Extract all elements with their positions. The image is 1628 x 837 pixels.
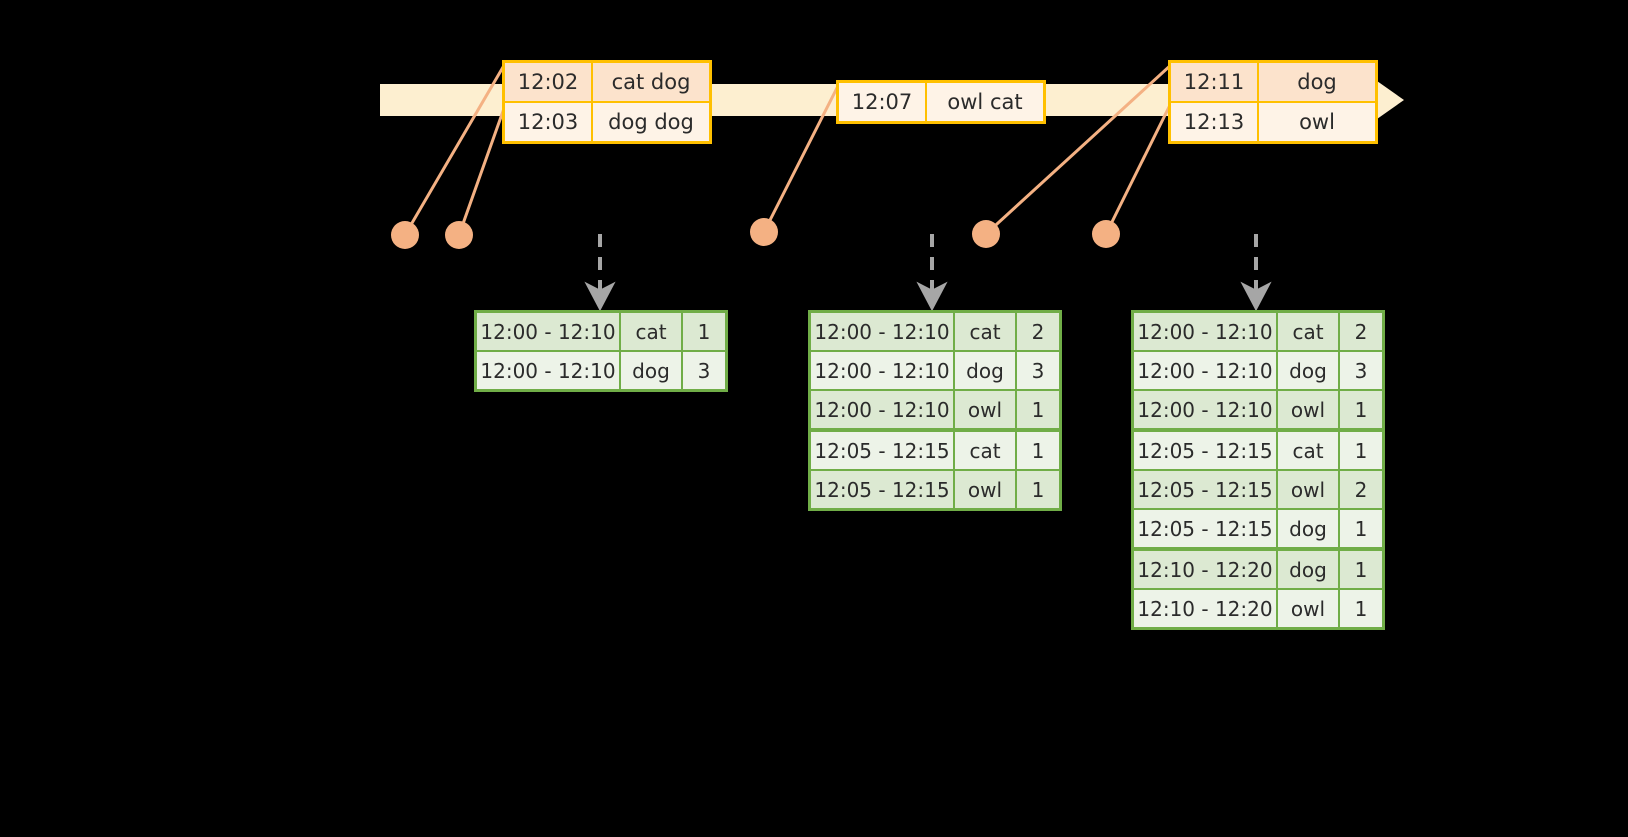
window-cell: 12:05 - 12:15 xyxy=(811,432,955,469)
event-time: 12:07 xyxy=(839,83,927,121)
count-cell: 1 xyxy=(1017,471,1059,508)
key-cell: owl xyxy=(1278,391,1340,428)
count-cell: 3 xyxy=(1340,352,1382,389)
key-cell: owl xyxy=(955,391,1017,428)
window-cell: 12:00 - 12:10 xyxy=(1134,391,1278,428)
count-cell: 1 xyxy=(1017,432,1059,469)
key-cell: cat xyxy=(955,313,1017,350)
key-cell: cat xyxy=(1278,313,1340,350)
event-payload: cat dog xyxy=(593,63,709,101)
event-dot-2 xyxy=(445,221,473,249)
key-cell: dog xyxy=(621,352,683,389)
event-dot-3 xyxy=(750,218,778,246)
key-cell: cat xyxy=(955,432,1017,469)
count-cell: 1 xyxy=(1340,551,1382,588)
key-cell: dog xyxy=(955,352,1017,389)
count-cell: 1 xyxy=(683,313,725,350)
event-dot-4 xyxy=(972,220,1000,248)
window-cell: 12:05 - 12:15 xyxy=(1134,471,1278,508)
window-cell: 12:00 - 12:10 xyxy=(477,313,621,350)
event-payload: dog dog xyxy=(593,103,709,141)
event-dot-5 xyxy=(1092,220,1120,248)
window-cell: 12:05 - 12:15 xyxy=(1134,432,1278,469)
count-cell: 2 xyxy=(1340,313,1382,350)
event-payload: owl cat xyxy=(927,83,1043,121)
event-row[interactable]: 12:07 owl cat xyxy=(839,83,1043,121)
event-time: 12:02 xyxy=(505,63,593,101)
event-group-1[interactable]: 12:02 cat dog 12:03 dog dog xyxy=(502,60,712,144)
flow-arrows xyxy=(584,234,1272,312)
count-cell: 3 xyxy=(683,352,725,389)
count-cell: 1 xyxy=(1340,590,1382,627)
key-cell: owl xyxy=(1278,590,1340,627)
event-group-3[interactable]: 12:11 dog 12:13 owl xyxy=(1168,60,1378,144)
window-cell: 12:05 - 12:15 xyxy=(1134,510,1278,547)
window-cell: 12:00 - 12:10 xyxy=(811,391,955,428)
event-time: 12:03 xyxy=(505,103,593,141)
key-cell: cat xyxy=(1278,432,1340,469)
event-row[interactable]: 12:02 cat dog xyxy=(505,63,709,101)
key-cell: owl xyxy=(1278,471,1340,508)
key-cell: owl xyxy=(955,471,1017,508)
window-cell: 12:05 - 12:15 xyxy=(811,471,955,508)
event-time: 12:11 xyxy=(1171,63,1259,101)
count-cell: 3 xyxy=(1017,352,1059,389)
key-cell: dog xyxy=(1278,510,1340,547)
window-cell: 12:00 - 12:10 xyxy=(1134,352,1278,389)
event-row[interactable]: 12:13 owl xyxy=(1171,101,1375,141)
event-payload: owl xyxy=(1259,103,1375,141)
connector-2 xyxy=(457,98,509,237)
window-cell: 12:10 - 12:20 xyxy=(1134,551,1278,588)
window-cell: 12:00 - 12:10 xyxy=(1134,313,1278,350)
event-group-2[interactable]: 12:07 owl cat xyxy=(836,80,1046,124)
event-row[interactable]: 12:03 dog dog xyxy=(505,101,709,141)
count-cell: 2 xyxy=(1340,471,1382,508)
key-cell: cat xyxy=(621,313,683,350)
event-dot-1 xyxy=(391,221,419,249)
window-cell: 12:00 - 12:10 xyxy=(811,313,955,350)
event-dots xyxy=(391,218,1120,249)
window-cell: 12:00 - 12:10 xyxy=(477,352,621,389)
event-payload: dog xyxy=(1259,63,1375,101)
connector-3 xyxy=(762,80,842,234)
count-cell: 1 xyxy=(1340,510,1382,547)
count-cell: 1 xyxy=(1340,391,1382,428)
window-cell: 12:10 - 12:20 xyxy=(1134,590,1278,627)
event-row[interactable]: 12:11 dog xyxy=(1171,63,1375,101)
connector-1 xyxy=(403,60,508,237)
key-cell: dog xyxy=(1278,352,1340,389)
count-cell: 1 xyxy=(1017,391,1059,428)
window-cell: 12:00 - 12:10 xyxy=(811,352,955,389)
count-cell: 2 xyxy=(1017,313,1059,350)
key-cell: dog xyxy=(1278,551,1340,588)
count-cell: 1 xyxy=(1340,432,1382,469)
event-time: 12:13 xyxy=(1171,103,1259,141)
connector-5 xyxy=(1104,99,1174,236)
